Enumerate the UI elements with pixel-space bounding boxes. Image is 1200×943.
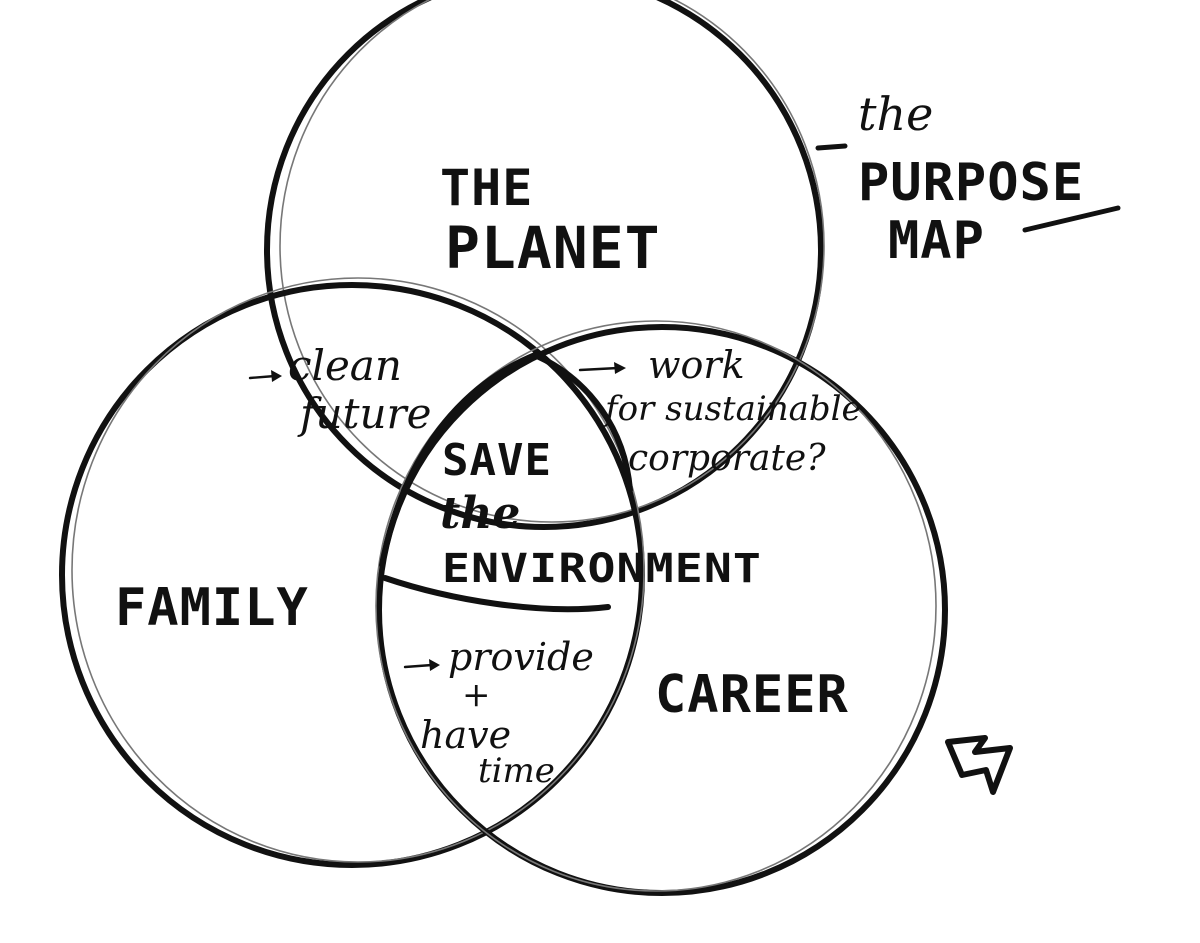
lightning-bolt-icon: [945, 735, 1013, 795]
overlap-family-career-line2: +: [462, 675, 491, 715]
circle-family-ghost: [71, 277, 645, 863]
overlap-family-career-line3: have: [420, 713, 511, 757]
overlap-planet-family-line1: clean: [288, 341, 402, 390]
center-intersection: SAVE the ENVIRONMENT: [440, 435, 762, 592]
center-arc-top: [379, 352, 538, 568]
overlap-planet-career-line3: corporate?: [628, 438, 826, 479]
title-line-map: MAP: [888, 211, 985, 271]
overlap-family-career-line4: time: [478, 751, 555, 791]
overlap-planet-family: clean future: [248, 341, 431, 438]
title-line-the: the: [858, 87, 933, 141]
circle-labels: THE PLANET FAMILY CAREER: [115, 159, 849, 725]
arrow-icon: [578, 362, 626, 374]
arrow-icon: [248, 370, 282, 382]
label-planet-line1: THE: [440, 159, 533, 217]
center-arc-right: [532, 352, 633, 493]
overlap-family-career-line1: provide: [448, 635, 594, 679]
center-line1: SAVE: [442, 435, 552, 486]
circle-career-outline: [376, 324, 948, 896]
circle-planet-outline: [264, 0, 824, 530]
label-career: CAREER: [655, 665, 849, 725]
overlap-family-career: provide + have time: [403, 635, 594, 791]
title-line-purpose: PURPOSE: [858, 153, 1084, 213]
overlap-planet-career-line1: work: [648, 343, 745, 387]
venn-circles: [59, 0, 948, 896]
center-arc-bottom: [382, 575, 611, 613]
center-line3: ENVIRONMENT: [442, 546, 762, 592]
label-planet-line2: PLANET: [445, 214, 661, 282]
overlap-planet-career-line2: for sustainable: [602, 389, 862, 429]
title-dash-left: [815, 143, 848, 151]
circle-career-ghost: [375, 320, 937, 892]
circle-planet-ghost: [279, 0, 825, 523]
center-line2: the: [440, 488, 520, 539]
overlap-planet-family-line2: future: [297, 389, 431, 438]
title-dash-right: [1022, 205, 1121, 233]
overlap-planet-career: work for sustainable corporate?: [578, 343, 862, 479]
side-title: the PURPOSE MAP: [815, 87, 1121, 271]
circle-family-outline: [59, 282, 645, 868]
label-family: FAMILY: [115, 578, 309, 638]
arrow-icon: [403, 659, 440, 671]
